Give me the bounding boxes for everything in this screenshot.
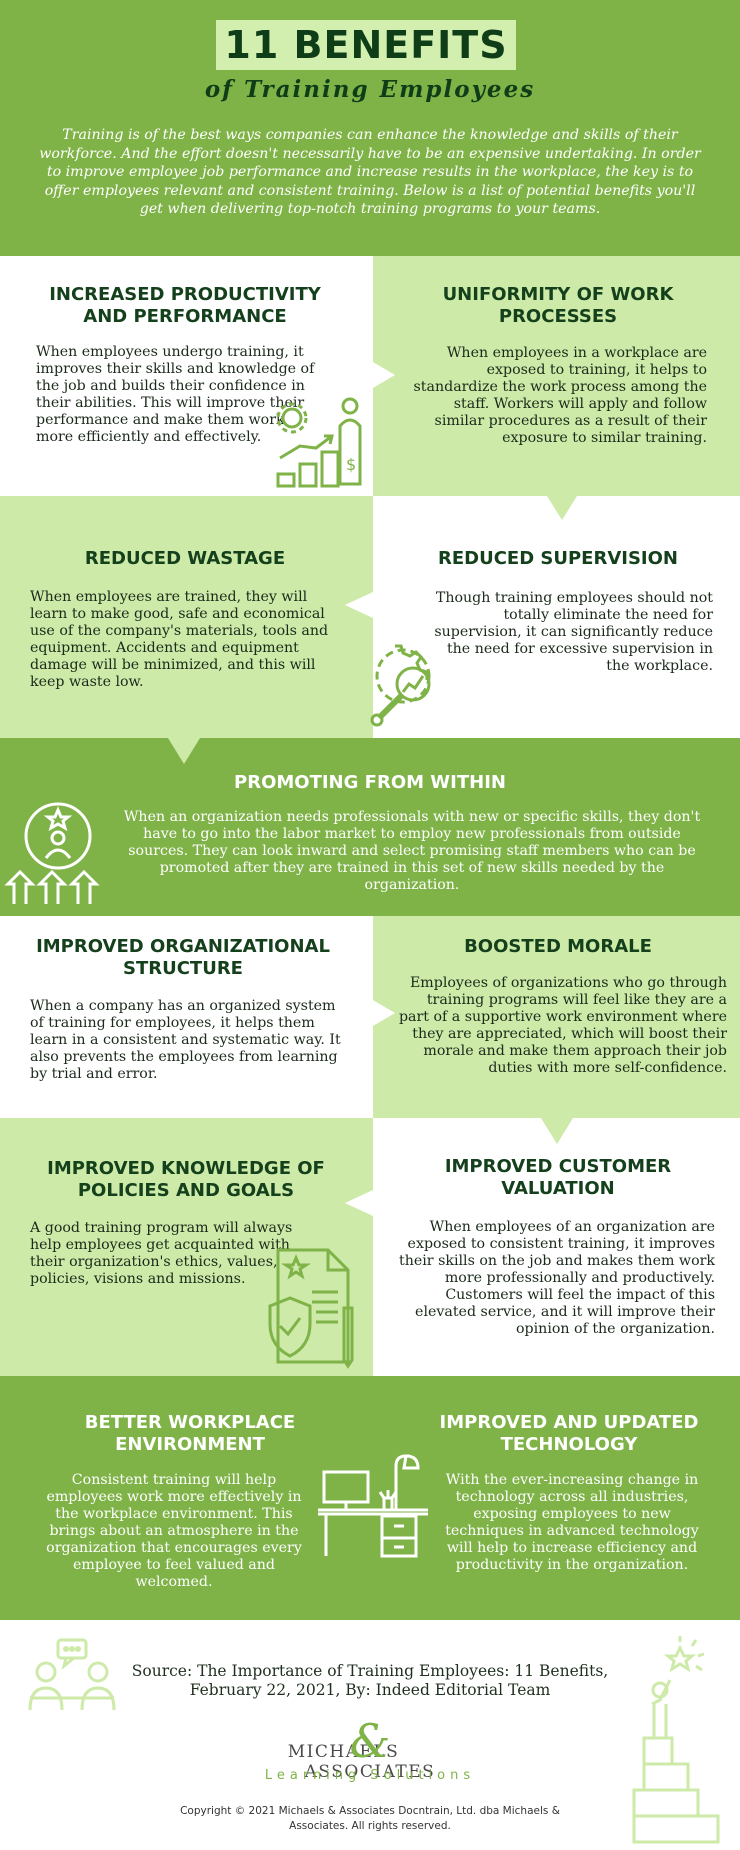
workplace-title: BETTER WORKPLACE ENVIRONMENT — [84, 1412, 296, 1455]
logo-name-right: ASSOCIATES — [304, 1762, 436, 1782]
uniformity-title: UNIFORMITY OF WORK PROCESSES — [442, 284, 674, 327]
page-subtitle: of Training Employees — [204, 76, 536, 103]
arrow-marker — [547, 496, 577, 520]
morale-text: Employees of organizations who go throug… — [398, 975, 727, 1076]
uniformity-text: When employees in a workplace are expose… — [413, 345, 707, 446]
panel-uniformity: UNIFORMITY OF WORK PROCESSES When employ… — [373, 256, 740, 496]
footer: Source: The Importance of Training Emplo… — [0, 1620, 740, 1850]
morale-title: BOOSTED MORALE — [464, 936, 652, 957]
copyright-text: Copyright © 2021 Michaels & Associates D… — [180, 1805, 560, 1832]
conversation-icon — [28, 1638, 116, 1711]
arrow-marker — [345, 592, 373, 618]
growth-chart-icon: $ — [276, 397, 362, 488]
wastage-title: REDUCED WASTAGE — [84, 548, 286, 569]
structure-title: IMPROVED ORGANIZATIONAL STRUCTURE — [36, 936, 330, 979]
supervision-title: REDUCED SUPERVISION — [437, 548, 678, 569]
promoting-text: When an organization needs professionals… — [123, 809, 701, 893]
logo-name-left: MICHAELS — [287, 1742, 400, 1762]
page-title: 11 BENEFITS — [216, 20, 516, 70]
arrow-marker — [168, 738, 200, 764]
knowledge-text: A good training program will always help… — [30, 1220, 293, 1287]
productivity-text: When employees undergo training, it impr… — [36, 344, 315, 445]
arrow-marker — [373, 1000, 395, 1026]
arrow-marker — [541, 1118, 573, 1144]
header: 11 BENEFITS of Training Employees Traini… — [0, 0, 740, 256]
panel-supervision: REDUCED SUPERVISION Though training empl… — [345, 496, 740, 738]
customer-text: When employees of an organization are ex… — [399, 1219, 715, 1337]
panel-productivity: INCREASED PRODUCTIVITY AND PERFORMANCE W… — [0, 256, 373, 496]
productivity-title: INCREASED PRODUCTIVITY AND PERFORMANCE — [49, 284, 321, 327]
gear-magnifier-icon — [370, 644, 431, 727]
technology-text: With the ever-increasing change in techn… — [445, 1472, 699, 1573]
company-logo: MICHAELS ASSOCIATES & Learning Solutions — [240, 1714, 500, 1800]
panel-promoting: PROMOTING FROM WITHIN When an organizati… — [0, 738, 740, 916]
supervision-text: Though training employees should not tot… — [434, 590, 713, 674]
arrow-marker — [373, 362, 395, 388]
logo-ampersand: & — [349, 1714, 391, 1768]
svg-text:$: $ — [346, 455, 356, 474]
panel-workplace-technology: BETTER WORKPLACE ENVIRONMENT Consistent … — [0, 1376, 740, 1620]
policy-document-icon — [268, 1248, 354, 1369]
logo-name: MICHAELS ASSOCIATES — [240, 1742, 500, 1782]
structure-text: When a company has an organized system o… — [30, 998, 341, 1082]
workplace-text: Consistent training will help employees … — [46, 1472, 302, 1590]
arrow-marker — [345, 1190, 373, 1216]
technology-title: IMPROVED AND UPDATED TECHNOLOGY — [439, 1412, 699, 1455]
panel-knowledge: IMPROVED KNOWLEDGE OF POLICIES AND GOALS… — [0, 1118, 373, 1376]
desk-workspace-icon — [318, 1454, 428, 1558]
panel-morale: BOOSTED MORALE Employees of organization… — [373, 916, 740, 1118]
promoting-title: PROMOTING FROM WITHIN — [234, 772, 506, 793]
customer-title: IMPROVED CUSTOMER VALUATION — [444, 1156, 672, 1199]
source-citation: Source: The Importance of Training Emplo… — [131, 1662, 609, 1699]
wastage-text: When employees are trained, they will le… — [30, 589, 329, 690]
knowledge-title: IMPROVED KNOWLEDGE OF POLICIES AND GOALS — [47, 1158, 325, 1201]
promotion-icon — [4, 802, 100, 904]
intro-text: Training is of the best ways companies c… — [39, 127, 701, 217]
panel-customer: IMPROVED CUSTOMER VALUATION When employe… — [345, 1118, 740, 1376]
panel-structure: IMPROVED ORGANIZATIONAL STRUCTURE When a… — [0, 916, 373, 1118]
panel-wastage: REDUCED WASTAGE When employees are train… — [0, 496, 373, 738]
logo-subtitle: Learning Solutions — [264, 1768, 476, 1783]
stairs-success-icon — [632, 1636, 720, 1844]
